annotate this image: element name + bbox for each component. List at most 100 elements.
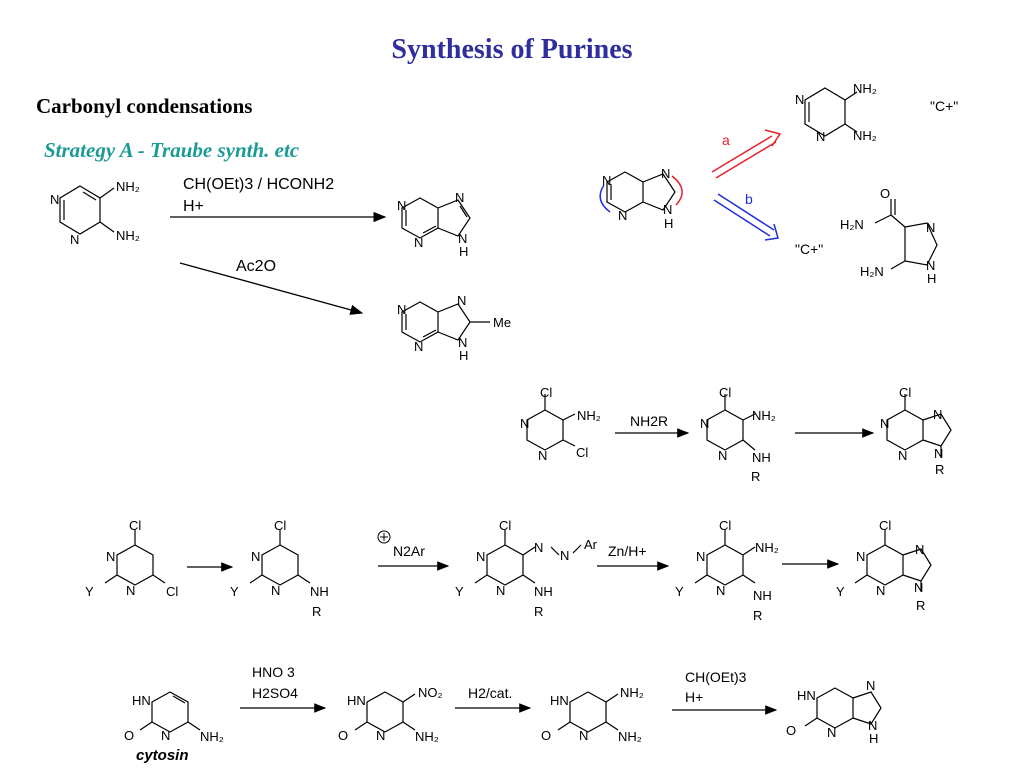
purine-structure	[401, 197, 471, 239]
retro-purine-structure	[606, 171, 676, 213]
retro-arrow-a	[711, 129, 782, 179]
atom-N: N	[898, 448, 907, 463]
atom-NH2: NH₂	[620, 685, 644, 700]
cation-charge-symbol	[377, 530, 391, 544]
substituted-purine-structure	[854, 529, 932, 591]
page-title: Synthesis of Purines	[391, 34, 633, 65]
atom-H: H	[459, 348, 468, 363]
synthon-c-plus: "C+"	[795, 241, 823, 257]
atom-N: N	[880, 416, 889, 431]
diaminopyrimidine-structure	[59, 185, 115, 235]
atom-N: N	[933, 407, 942, 422]
atom-NH: NH	[753, 588, 772, 603]
atom-N: N	[876, 583, 885, 598]
atom-NH2: NH₂	[577, 408, 601, 423]
atom-N: N	[663, 202, 672, 217]
atom-H2N: H₂N	[840, 217, 864, 232]
atom-N: N	[696, 549, 705, 564]
atom-N: N	[106, 549, 115, 564]
substituent-R: R	[753, 608, 762, 623]
atom-N: N	[827, 725, 836, 740]
reaction-arrow	[179, 262, 364, 315]
atom-O: O	[880, 186, 890, 201]
atom-H: H	[664, 216, 673, 231]
atom-N: N	[914, 580, 923, 595]
substituent-R: R	[935, 462, 944, 477]
disconnection-b-arc	[599, 184, 611, 213]
atom-Cl: Cl	[719, 518, 731, 533]
atom-NH2: NH₂	[755, 540, 779, 555]
atom-N: N	[457, 293, 466, 308]
atom-N: N	[856, 549, 865, 564]
atom-N: N	[476, 549, 485, 564]
path-label-a: a	[722, 132, 730, 148]
atom-HN: HN	[347, 693, 366, 708]
reagent-nitric-acid: HNO 3	[252, 664, 295, 680]
amino-cytosine-structure	[557, 691, 619, 733]
atom-N: N	[934, 446, 943, 461]
reagent-acid: H+	[183, 198, 204, 215]
atom-N: N	[926, 258, 935, 273]
atom-Y: Y	[836, 584, 845, 599]
atom-N: N	[915, 542, 924, 557]
atom-N: N	[866, 678, 875, 693]
synthon-c-plus: "C+"	[930, 98, 958, 114]
atom-Cl: Cl	[499, 518, 511, 533]
atom-O: O	[124, 728, 134, 743]
atom-N: N	[716, 583, 725, 598]
atom-NH2: NH₂	[853, 81, 877, 96]
cytosine-structure	[139, 691, 201, 733]
chloropurine-structure	[886, 394, 952, 456]
atom-NH2: NH₂	[200, 729, 224, 744]
atom-H: H	[869, 731, 878, 746]
substituent-R: R	[534, 604, 543, 619]
reagent-diazonium: N2Ar	[393, 543, 425, 559]
atom-H: H	[927, 271, 936, 286]
nitro-cytosine-structure	[354, 691, 416, 733]
atom-N: N	[458, 335, 467, 350]
path-label-b: b	[745, 191, 753, 207]
diamino-chloropyrimidine-structure	[694, 529, 756, 586]
methylpurine-structure	[401, 301, 490, 343]
atom-NH2: NH₂	[752, 408, 776, 423]
azo-pyrimidine-structure	[474, 529, 582, 586]
atom-N: N	[579, 728, 588, 743]
atom-N: N	[538, 448, 547, 463]
atom-N: N	[414, 235, 423, 250]
atom-N: N	[271, 583, 280, 598]
atom-N: N	[126, 583, 135, 598]
atom-N: N	[397, 198, 406, 213]
atom-N: N	[534, 540, 543, 555]
atom-Cl: Cl	[540, 385, 552, 400]
atom-N: N	[397, 302, 406, 317]
chloro-aminopyrimidine-structure	[526, 394, 576, 451]
atom-NH2: NH₂	[116, 179, 140, 194]
atom-N: N	[602, 173, 611, 188]
atom-H: H	[459, 244, 468, 259]
reagent-orthoformate: CH(OEt)3	[685, 669, 747, 685]
atom-HN: HN	[550, 693, 569, 708]
aminoimidazole-carboxamide-structure	[874, 199, 938, 270]
atom-NH2: NH₂	[853, 128, 877, 143]
atom-O: O	[338, 728, 348, 743]
reagent-orthoformate: CH(OEt)3 / HCONH2	[183, 176, 334, 193]
atom-N: N	[496, 583, 505, 598]
dichloropyrimidine-structure	[104, 529, 166, 586]
atom-N: N	[718, 448, 727, 463]
retro-arrow-b	[713, 193, 779, 241]
atom-Cl: Cl	[274, 518, 286, 533]
atom-Cl: Cl	[879, 518, 891, 533]
atom-Cl: Cl	[166, 584, 178, 599]
substituent-R: R	[916, 598, 925, 613]
atom-N: N	[50, 192, 59, 207]
atom-O: O	[541, 728, 551, 743]
reagent-amine: NH2R	[630, 413, 668, 429]
strategy-heading: Strategy A - Traube synth. etc	[44, 138, 300, 162]
oxopurine-structure	[804, 687, 882, 729]
compound-name-cytosin: cytosin	[136, 747, 189, 764]
atom-N: N	[816, 129, 825, 144]
atom-Cl: Cl	[899, 385, 911, 400]
disconnection-a-arc	[671, 175, 683, 206]
atom-N: N	[700, 416, 709, 431]
